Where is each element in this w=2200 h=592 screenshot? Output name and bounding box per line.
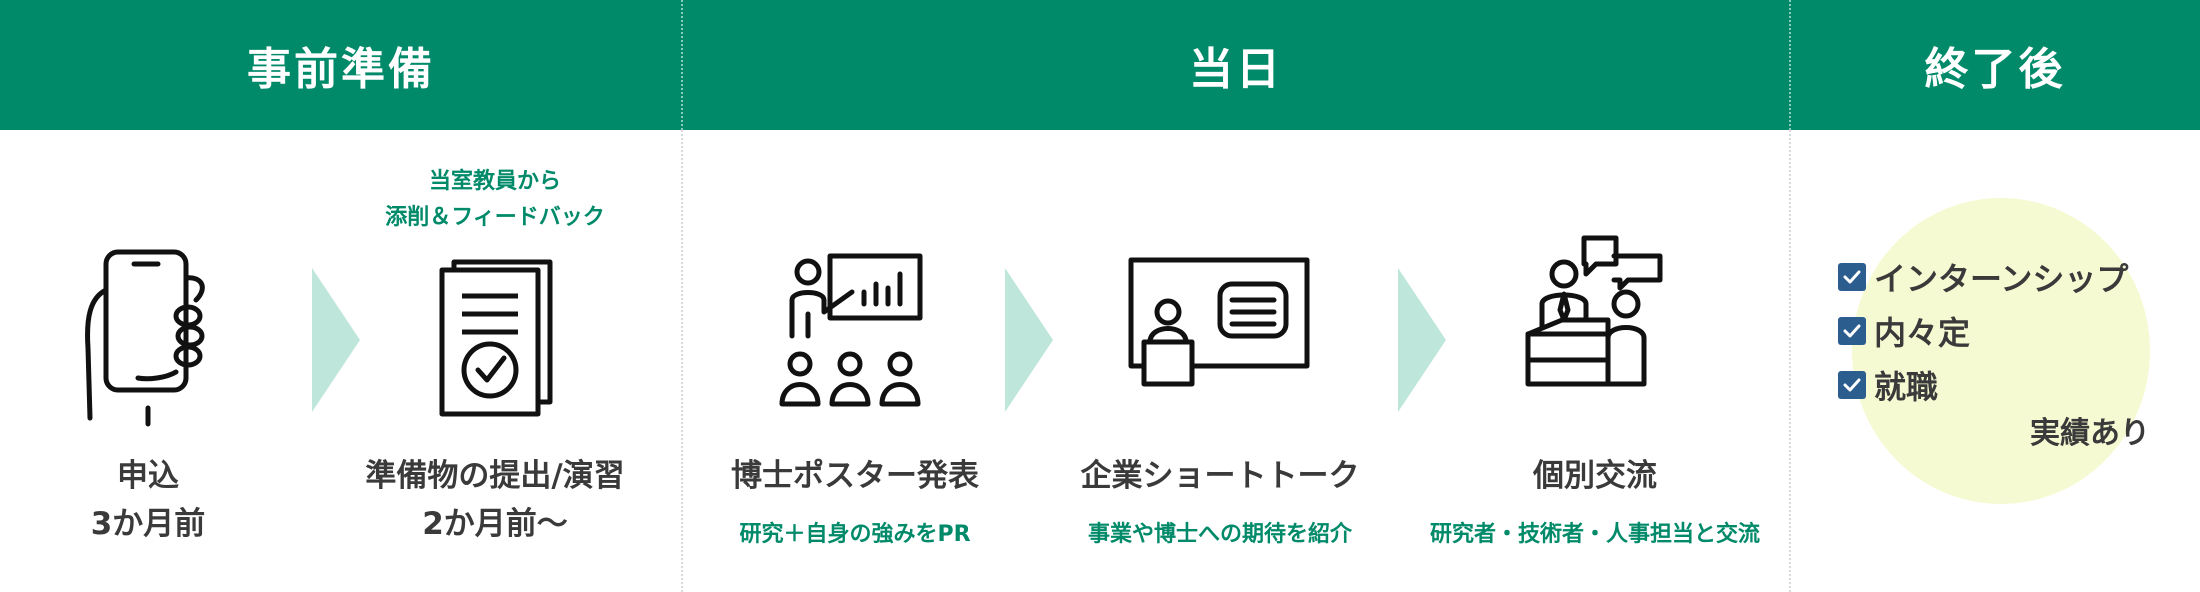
phase-header-day: 当日 [682, 0, 1790, 130]
result-item-internship: インターンシップ [1838, 254, 2128, 300]
step-1-title: 申込 3か月前 [28, 452, 268, 548]
phase-title-day: 当日 [1189, 44, 1283, 95]
header-divider [1789, 0, 1791, 130]
step-4-title-text: 企業ショートトーク [1080, 458, 1360, 494]
smartphone-hand-icon [78, 248, 218, 428]
step-2-title: 準備物の提出/演習 2か月前〜 [330, 452, 660, 548]
step-2-title-line1: 準備物の提出/演習 [365, 458, 625, 494]
step-2-note-line1: 当室教員から [428, 169, 561, 194]
step-5-title: 個別交流 [1440, 452, 1750, 500]
step-3-sub: 研究＋自身の強みをPR [739, 522, 971, 547]
phase-header-after: 終了後 [1790, 0, 2200, 130]
results-footer: 実績あり [2030, 416, 2150, 451]
step-1-title-line1: 申込 [117, 458, 179, 494]
step-2-note: 当室教員から 添削＆フィードバック [335, 164, 655, 236]
step-1-title-line2: 3か月前 [90, 506, 206, 542]
checkbox-checked-icon [1838, 371, 1866, 399]
checkbox-checked-icon [1838, 317, 1866, 345]
step-2-note-line2: 添削＆フィードバック [385, 205, 605, 230]
phase-header-before: 事前準備 [0, 0, 682, 130]
result-item-label: 就職 [1874, 368, 1939, 406]
step-3-title-text: 博士ポスター発表 [731, 458, 979, 494]
step-4-title: 企業ショートトーク [1055, 452, 1385, 500]
phase-title-after: 終了後 [1924, 44, 2066, 95]
section-divider [1789, 130, 1791, 592]
flow-arrow [1398, 268, 1446, 412]
flow-arrow [312, 268, 360, 412]
phase-title-before: 事前準備 [247, 44, 435, 95]
result-item-offer: 内々定 [1838, 308, 1970, 354]
step-2-title-line2: 2か月前〜 [422, 506, 568, 542]
document-check-icon [430, 258, 560, 418]
step-4-sub: 事業や博士への期待を紹介 [1087, 522, 1352, 547]
step-3-title: 博士ポスター発表 [700, 452, 1010, 500]
step-5-sub: 研究者・技術者・人事担当と交流 [1429, 522, 1760, 547]
poster-presentation-icon [778, 252, 928, 412]
header-divider [681, 0, 683, 130]
result-item-label: 内々定 [1874, 314, 1971, 352]
section-divider [681, 130, 683, 592]
results-highlight-circle [1852, 198, 2150, 504]
result-item-employment: 就職 [1838, 362, 1938, 408]
short-talk-screen-icon [1128, 256, 1310, 388]
step-5-title-text: 個別交流 [1533, 458, 1657, 494]
checkbox-checked-icon [1838, 263, 1866, 291]
individual-exchange-icon [1522, 234, 1666, 390]
flow-arrow [1005, 268, 1053, 412]
result-item-label: インターンシップ [1874, 260, 2129, 298]
